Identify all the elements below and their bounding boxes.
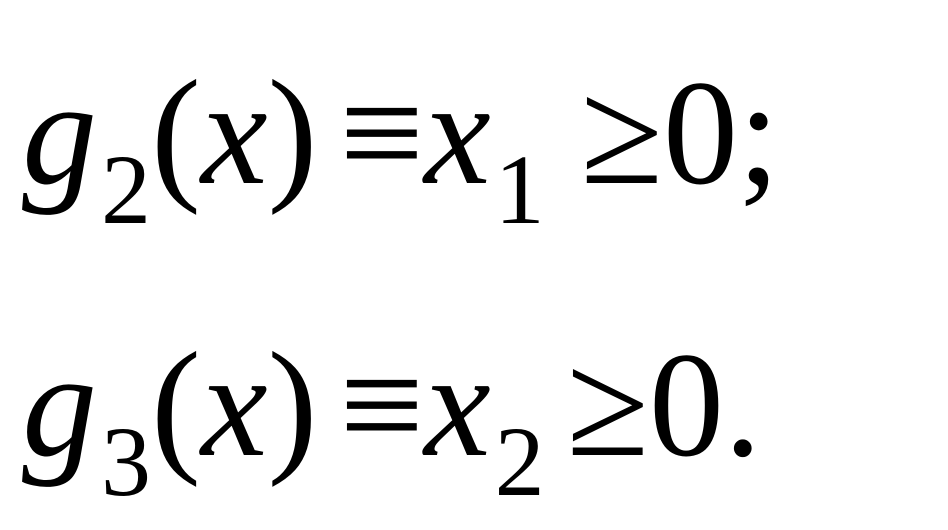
close-paren: ) [267, 50, 318, 216]
function-subscript: 3 [101, 406, 151, 517]
variable: x [424, 50, 491, 216]
punctuation: ; [738, 50, 780, 216]
argument: x [200, 50, 268, 216]
relation-sign: ≥ [566, 322, 649, 488]
constraint-g2: g2(x)≡x1≥0; [22, 58, 780, 258]
equiv-sign: ≡ [339, 50, 425, 216]
variable-subscript: 2 [494, 406, 545, 517]
constraint-g3: g3(x)≡x2≥0. [22, 330, 762, 530]
equiv-sign: ≡ [339, 322, 425, 488]
close-paren: ) [267, 322, 318, 488]
relation-sign: ≥ [580, 50, 663, 216]
function-subscript: 2 [101, 134, 151, 245]
function-symbol: g [22, 322, 97, 488]
punctuation: . [724, 322, 762, 488]
variable: x [424, 322, 491, 488]
argument: x [200, 322, 268, 488]
bound-value: 0 [649, 322, 724, 488]
bound-value: 0 [663, 50, 738, 216]
open-paren: ( [151, 322, 201, 488]
variable-subscript: 1 [494, 134, 545, 245]
function-symbol: g [22, 50, 97, 216]
open-paren: ( [151, 50, 201, 216]
